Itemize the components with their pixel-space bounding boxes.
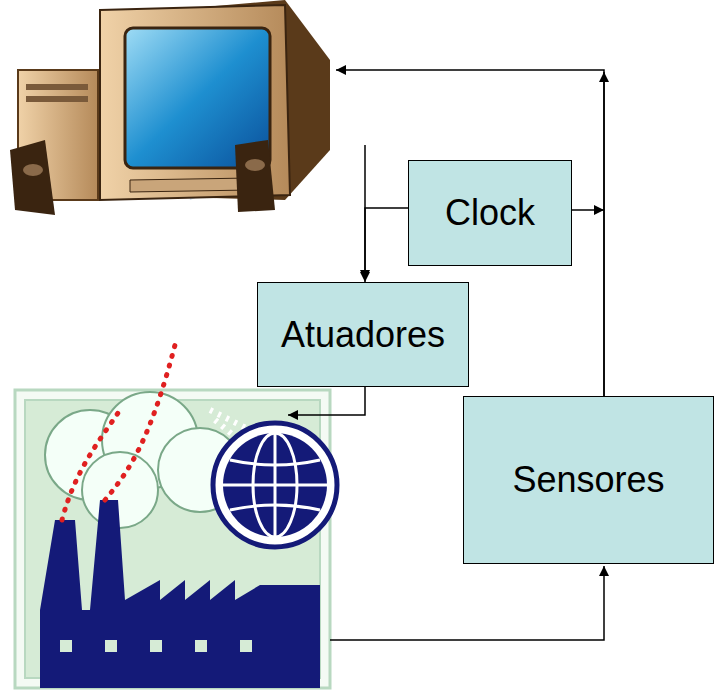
signal-arrow bbox=[572, 209, 604, 211]
process-box: Clock bbox=[408, 160, 572, 266]
computer-icon bbox=[10, 0, 330, 215]
box-label: Sensores bbox=[512, 460, 664, 500]
box-label: Clock bbox=[445, 193, 535, 233]
process-box: Atuadores bbox=[257, 282, 469, 387]
box-label: Atuadores bbox=[281, 315, 445, 355]
signal-arrow bbox=[365, 208, 408, 282]
factory-icon bbox=[15, 345, 337, 690]
process-box: Sensores bbox=[463, 396, 714, 564]
